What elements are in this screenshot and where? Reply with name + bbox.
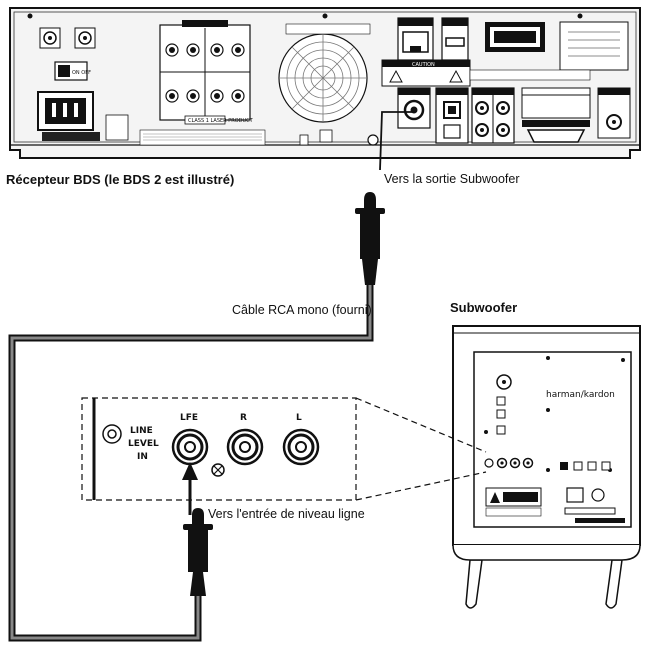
line-label: LINE <box>130 426 153 436</box>
receiver-subwoofer-output-jack <box>397 87 431 129</box>
power-switch: ON OFF <box>54 61 91 81</box>
subwoofer-small-jacks <box>484 457 534 469</box>
subwoofer-output-caption: Vers la sortie Subwoofer <box>384 172 520 186</box>
cable-caption: Câble RCA mono (fourni) <box>232 303 372 317</box>
power-switch-label: ON OFF <box>72 70 91 76</box>
lfe-input-jack <box>171 428 209 466</box>
ac-power-inlet <box>37 91 100 141</box>
r-label: R <box>240 413 247 423</box>
optical-inputs <box>435 87 469 144</box>
fan-grille <box>278 33 368 123</box>
subwoofer-caption: Subwoofer <box>450 300 518 315</box>
in-label: IN <box>137 452 148 462</box>
hdmi-and-serial-ports <box>521 87 591 143</box>
subwoofer-output-pointer <box>379 111 414 171</box>
receiver-rear-panel: ON OFF <box>9 7 641 159</box>
line-level-input-panel: LINE LEVEL IN LFE R L <box>81 397 357 501</box>
receiver-small-jacks <box>39 27 96 49</box>
laser-class-label: CLASS 1 LASER PRODUCT <box>188 118 254 124</box>
level-label: LEVEL <box>128 439 159 449</box>
zoom-callout-lines <box>355 397 487 501</box>
l-label: L <box>296 413 302 423</box>
receiver-caption: Récepteur BDS (le BDS 2 est illustré) <box>6 172 235 187</box>
analog-rca-inputs <box>471 87 515 144</box>
caution-text: CAUTION <box>412 62 435 68</box>
speaker-terminals: CLASS 1 LASER PRODUCT <box>159 20 254 125</box>
rca-mono-cable <box>8 192 385 642</box>
line-input-caption: Vers l'entrée de niveau ligne <box>208 507 365 521</box>
network-ports <box>397 17 469 61</box>
lfe-label: LFE <box>180 413 198 423</box>
brand-logo: harman/kardon <box>546 390 615 400</box>
lfe-arrow <box>182 462 198 515</box>
l-input-jack <box>282 428 320 466</box>
caution-label: CAUTION <box>381 59 471 87</box>
antenna-jack <box>597 87 631 139</box>
subwoofer-cabinet: harman/kardon <box>452 325 641 609</box>
r-input-jack <box>226 428 264 466</box>
